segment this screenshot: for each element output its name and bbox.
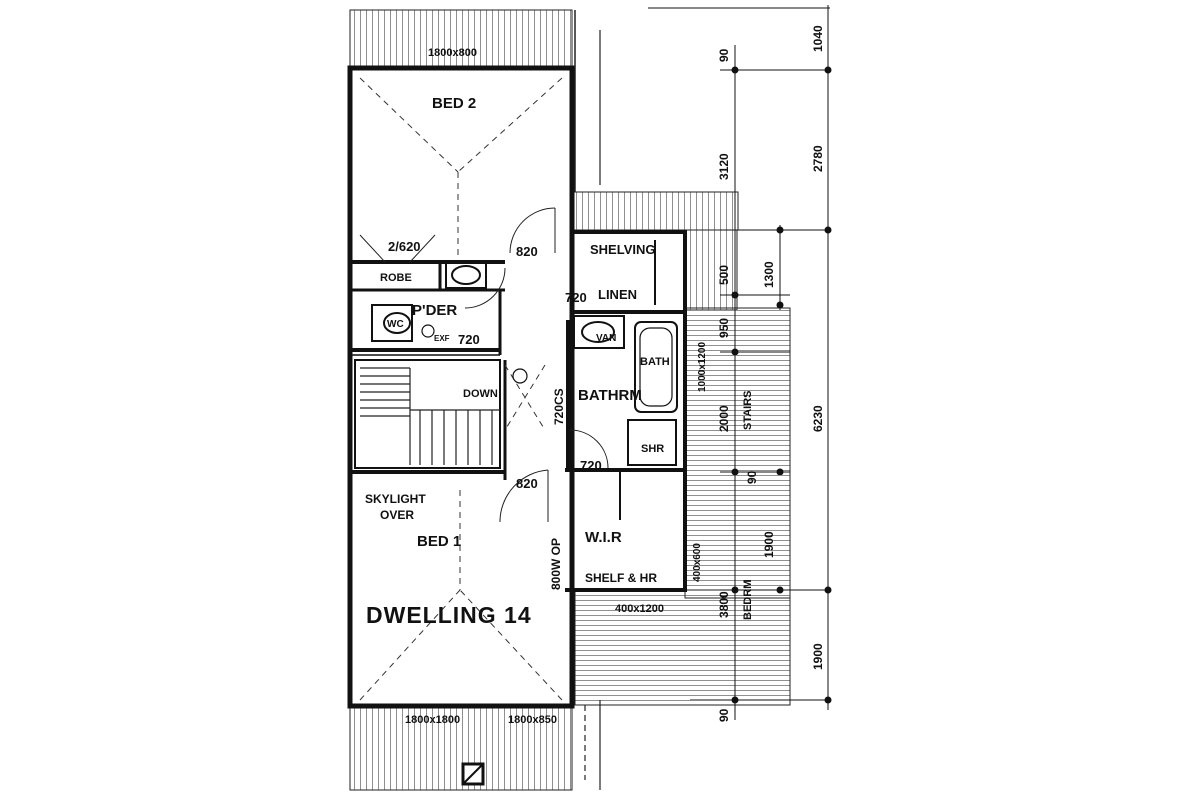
down-label: DOWN xyxy=(463,388,498,400)
bed2-label: BED 2 xyxy=(432,95,476,112)
window-bottom-right-size: 1800x850 xyxy=(508,714,557,726)
bedrm-label: BEDRM xyxy=(742,580,754,620)
dim-outer-2: 2780 xyxy=(811,145,825,172)
door-bed2: 820 xyxy=(516,244,538,259)
dwelling-title: DWELLING 14 xyxy=(366,602,532,628)
bathroom-label: BATHRM xyxy=(578,387,642,404)
dim-inner-2: 3120 xyxy=(717,153,731,180)
dim-outer-4: 6230 xyxy=(811,405,825,432)
dim-outer-6: 1900 xyxy=(811,643,825,670)
door-bed1: 820 xyxy=(516,476,538,491)
skylight-label: SKYLIGHT xyxy=(365,492,426,506)
dimension-lines xyxy=(648,5,832,720)
ceiling-lines xyxy=(359,77,563,701)
window-bath-side-size: 1000x1200 xyxy=(697,342,708,392)
window-wir-bottom-size: 400x1200 xyxy=(615,603,664,615)
window-top-size: 1800x800 xyxy=(428,47,477,59)
door-bath-cs: 720CS xyxy=(552,388,566,425)
dim-inner-1: 90 xyxy=(717,48,731,62)
dim-inner-3: 500 xyxy=(717,265,731,285)
shelf-hr-label: SHELF & HR xyxy=(585,571,657,585)
exf-label: EXF xyxy=(434,334,450,343)
fixtures xyxy=(371,261,625,384)
dim-outer-1: 1040 xyxy=(811,25,825,52)
wir-label: W.I.R xyxy=(585,529,622,546)
stair-treads xyxy=(360,367,500,465)
dim-outer-5: 1900 xyxy=(762,531,776,558)
door-wir: 720 xyxy=(580,458,602,473)
dim-inner-8: 90 xyxy=(717,708,731,722)
window-marks xyxy=(365,66,687,708)
bed1-label: BED 1 xyxy=(417,533,461,550)
door-robe: 2/620 xyxy=(388,239,421,254)
dim-inner-6: 90 xyxy=(745,470,759,484)
window-wir-side-size: 400x600 xyxy=(692,543,703,582)
dim-outer-3: 1300 xyxy=(762,261,776,288)
dim-inner-7: 3800 xyxy=(717,591,731,618)
window-bottom-left-size: 1800x1800 xyxy=(405,714,460,726)
door-swings xyxy=(359,207,609,523)
pder-label: P'DER xyxy=(412,302,457,319)
skylight-over-label: OVER xyxy=(380,508,414,522)
shr-label: SHR xyxy=(641,443,664,455)
stairs-label: STAIRS xyxy=(742,390,754,430)
dim-inner-4: 950 xyxy=(717,318,731,338)
door-linen: 720 xyxy=(565,290,587,305)
bath-label: BATH xyxy=(640,356,670,368)
wc-label: WC xyxy=(387,319,404,330)
linen-label: LINEN xyxy=(598,287,637,302)
door-bed1-op: 800W OP xyxy=(549,538,563,590)
door-pder: 720 xyxy=(458,332,480,347)
shelving-label: SHELVING xyxy=(590,242,656,257)
robe-label: ROBE xyxy=(380,272,412,284)
van-label: VAN xyxy=(596,333,616,344)
dim-inner-5: 2000 xyxy=(717,405,731,432)
roof-hatching xyxy=(349,9,791,791)
